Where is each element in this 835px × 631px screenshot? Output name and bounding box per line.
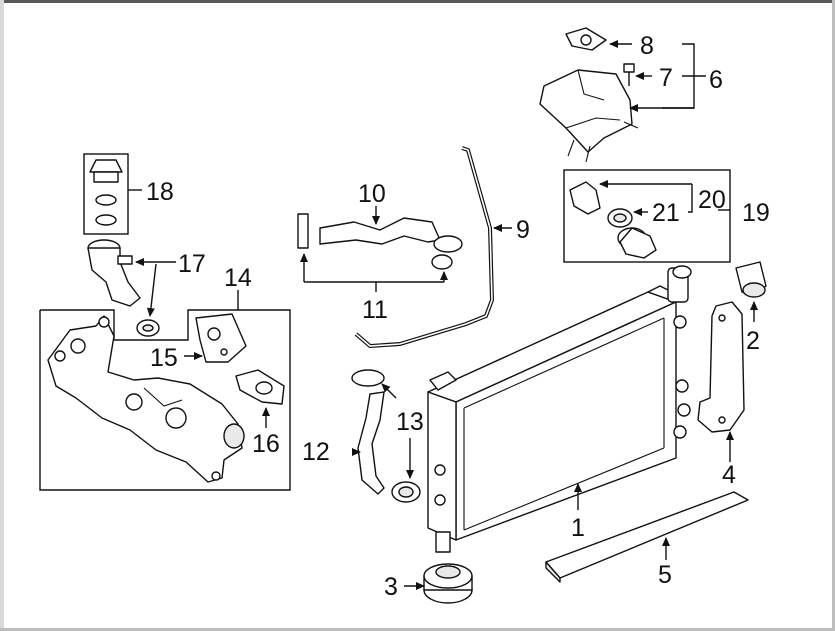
leader-17b <box>146 263 157 317</box>
callout-12: 12 <box>302 438 330 466</box>
window-top-edge <box>0 0 835 3</box>
callout-2: 2 <box>746 327 760 355</box>
hose-part-12 <box>357 391 385 495</box>
hose-part-10 <box>297 213 441 249</box>
group-box-19 <box>563 169 731 263</box>
callout-5: 5 <box>658 561 672 589</box>
housing-part-21 <box>617 227 657 259</box>
group-box-18 <box>83 153 129 235</box>
insulator-part-3 <box>423 563 473 604</box>
bracket-20 <box>688 184 693 213</box>
callout-8: 8 <box>640 32 654 60</box>
callout-6: 6 <box>709 66 723 94</box>
clamp-part-11 <box>431 235 463 270</box>
bolt-part-7 <box>623 63 635 86</box>
bracket-part-2 <box>735 261 767 298</box>
lower-seal-part-5 <box>545 491 749 583</box>
radiator-part-1 <box>427 265 692 553</box>
cap-part-18 <box>89 159 123 226</box>
thermostat-part-20 <box>569 181 633 228</box>
window-bottom-edge <box>0 628 835 631</box>
cap-part-8 <box>565 27 607 51</box>
callout-10: 10 <box>358 180 386 208</box>
group-box-14 <box>39 309 291 491</box>
callout-7: 7 <box>659 64 673 92</box>
gasket-part-16 <box>235 369 285 405</box>
reservoir-part-6 <box>539 69 639 163</box>
callout-13: 13 <box>396 408 424 436</box>
leader-13a <box>381 383 397 399</box>
callout-20: 20 <box>698 186 726 214</box>
seal-part-4 <box>697 301 745 433</box>
callout-16: 16 <box>252 430 280 458</box>
callout-19: 19 <box>742 199 770 227</box>
callout-15: 15 <box>150 344 178 372</box>
callout-3: 3 <box>384 573 398 601</box>
callout-21: 21 <box>652 199 680 227</box>
window-right-edge <box>832 0 835 631</box>
gasket-part-15 <box>195 313 247 363</box>
callout-9: 9 <box>516 216 530 244</box>
hose-part-9 <box>354 146 495 349</box>
callout-18: 18 <box>146 178 174 206</box>
housing-part-14 <box>47 315 245 483</box>
clamp-part-13 <box>351 369 421 503</box>
callout-4: 4 <box>722 461 736 489</box>
callout-14: 14 <box>224 264 252 292</box>
filler-neck-part-17 <box>87 239 160 337</box>
window-left-edge <box>0 0 4 631</box>
callout-1: 1 <box>571 514 585 542</box>
callout-11: 11 <box>362 296 388 324</box>
callout-17: 17 <box>178 250 206 278</box>
